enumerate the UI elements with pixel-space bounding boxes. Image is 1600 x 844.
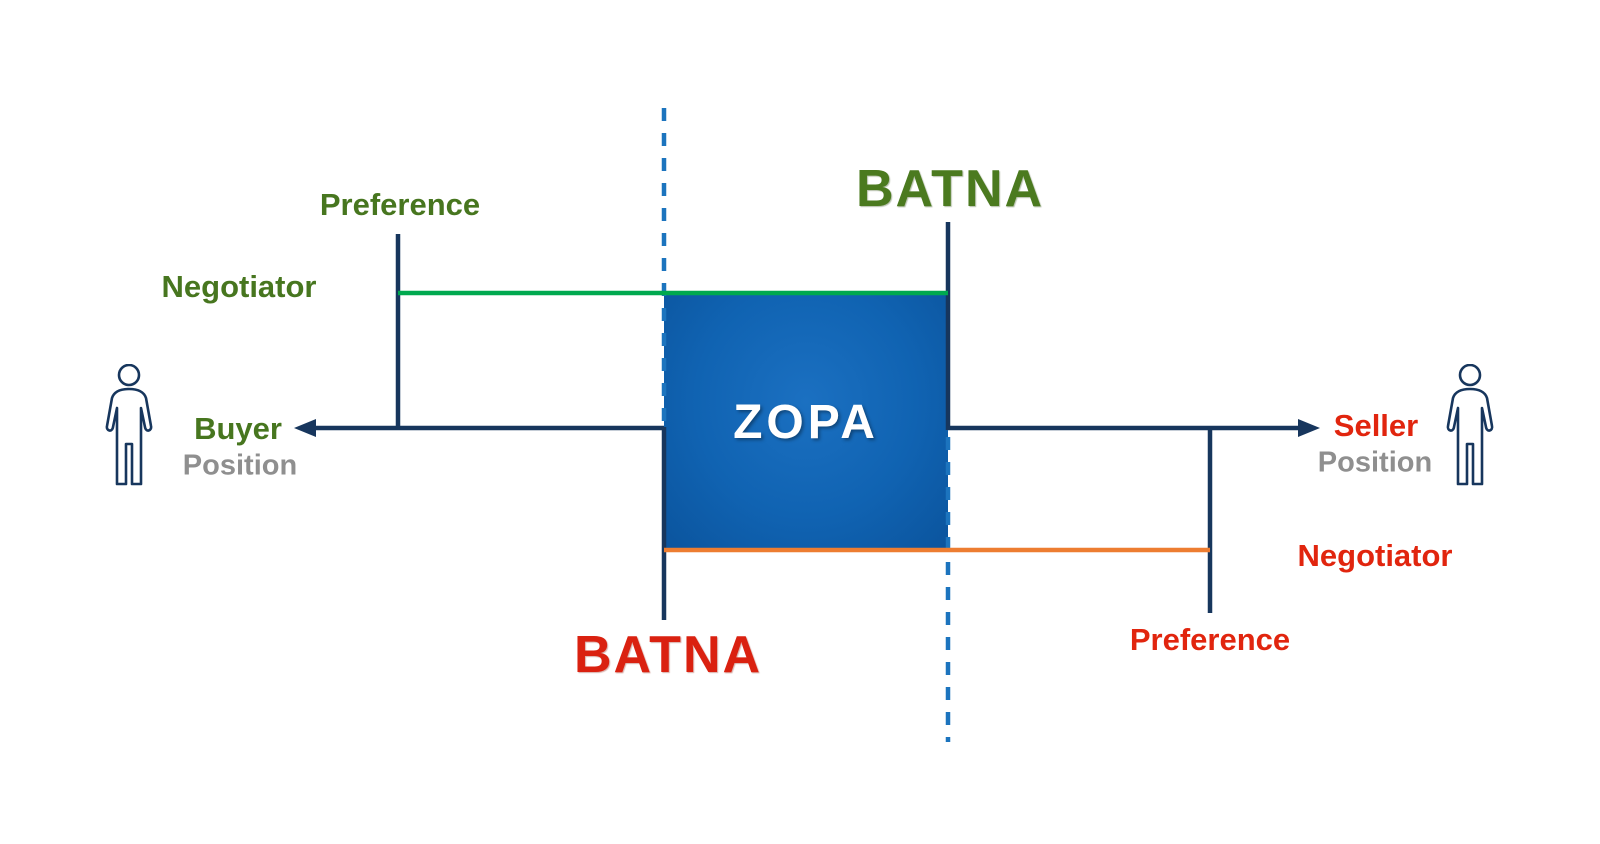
- zopa-box-label: ZOPA: [733, 395, 879, 449]
- seller-position-label: Position: [1317, 446, 1433, 479]
- seller-preference-label: Preference: [1129, 622, 1291, 657]
- seller-negotiator-label: Negotiator: [1297, 538, 1453, 573]
- buyer-negotiator-label: Negotiator: [161, 269, 317, 304]
- buyer-party-label: Buyer: [194, 411, 282, 446]
- seller-person-icon: [1446, 364, 1494, 486]
- buyer-position-label: Position: [182, 449, 298, 482]
- buyer-person-icon: [105, 364, 153, 486]
- seller-party-label: Seller: [1333, 408, 1419, 443]
- right-arrowhead-icon: [1298, 419, 1320, 437]
- left-arrowhead-icon: [294, 419, 316, 437]
- buyer-preference-label: Preference: [319, 187, 481, 222]
- seller-batna-label: BATNA: [573, 626, 763, 684]
- zopa-box: ZOPA: [664, 294, 948, 550]
- buyer-batna-label: BATNA: [855, 160, 1045, 218]
